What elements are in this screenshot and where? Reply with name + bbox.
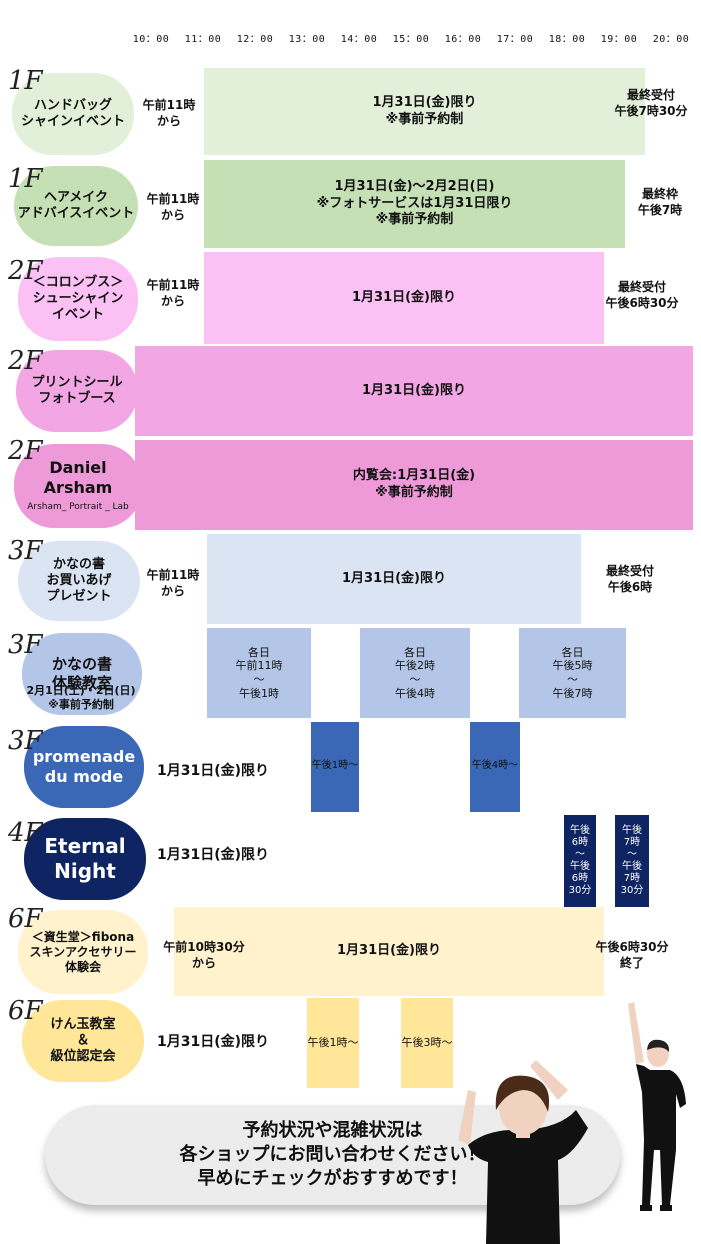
event-bar: 1月31日(金)限り xyxy=(174,907,604,996)
floor-label: 6F xyxy=(8,996,43,1026)
event-title: プリントシール フォトブース xyxy=(16,350,138,432)
start-time: 午前11時 から xyxy=(146,192,200,222)
time-slot: 午後3時〜 xyxy=(401,998,453,1088)
event-title: ＜資生堂＞fibona スキンアクセサリー 体験会 xyxy=(18,910,148,994)
event-title: けん玉教室 ＆ 級位認定会 xyxy=(22,1000,144,1082)
hour-label: 14：00 xyxy=(340,34,378,45)
end-time: 最終受付 午後6時 xyxy=(605,564,654,594)
hour-label: 13：00 xyxy=(288,34,326,45)
event-title: ヘアメイク アドバイスイベント xyxy=(14,166,138,246)
start-time: 午前11時 から xyxy=(146,568,200,598)
event-note: 1月31日(金)限り xyxy=(156,1034,270,1050)
staff-woman-illustration xyxy=(458,1060,588,1244)
hour-label: 15：00 xyxy=(392,34,430,45)
end-time: 最終枠 午後7時 xyxy=(637,187,683,217)
floor-label: 2F xyxy=(8,436,43,466)
start-time: 午前11時 から xyxy=(146,278,200,308)
time-slot: 午後 7時 〜 午後 7時 30分 xyxy=(615,815,649,907)
event-title: かなの書 お買いあげ プレゼント xyxy=(18,541,140,621)
event-title: かなの書 体験教室 xyxy=(22,633,142,715)
floor-label: 3F xyxy=(8,536,43,566)
event-bar: 内覧会:1月31日(金) ※事前予約制 xyxy=(135,440,693,530)
hour-label: 17：00 xyxy=(496,34,534,45)
floor-label: 1F xyxy=(8,164,43,194)
hour-label: 20：00 xyxy=(652,34,690,45)
floor-label: 2F xyxy=(8,256,43,286)
event-subtitle: 2月1日(土)・2日(日) ※事前予約制 xyxy=(26,684,136,712)
event-title-pill: Daniel Arsham Arsham_ Portrait _ Lab xyxy=(14,444,142,528)
event-bar: 1月31日(金)限り xyxy=(204,252,604,344)
event-title: ＜コロンブス＞ シューシャイン イベント xyxy=(18,257,138,341)
start-time: 午前11時 から xyxy=(142,98,196,128)
event-title: Eternal Night xyxy=(24,818,146,900)
event-subtitle: Arsham_ Portrait _ Lab xyxy=(27,502,129,513)
hour-label: 11：00 xyxy=(184,34,222,45)
hour-label: 18：00 xyxy=(548,34,586,45)
floor-label: 2F xyxy=(8,346,43,376)
time-slot: 午後4時〜 xyxy=(470,722,520,812)
time-slot: 午後 6時 〜 午後 6時 30分 xyxy=(564,815,596,907)
event-title: promenade du mode xyxy=(24,726,144,808)
event-title: ハンドバッグ シャインイベント xyxy=(12,73,134,155)
staff-man-illustration xyxy=(628,1002,686,1211)
event-bar: 1月31日(金)〜2月2日(日) ※フォトサービスは1月31日限り ※事前予約制 xyxy=(204,160,625,248)
event-note: 1月31日(金)限り xyxy=(156,763,270,779)
time-slot: 各日 午後5時 〜 午後7時 xyxy=(519,628,626,718)
time-slot: 午後1時〜 xyxy=(307,998,359,1088)
floor-label: 3F xyxy=(8,630,43,660)
floor-label: 1F xyxy=(8,66,43,96)
time-slot: 各日 午前11時 〜 午後1時 xyxy=(207,628,311,718)
event-bar: 1月31日(金)限り xyxy=(207,534,581,624)
hour-label: 10：00 xyxy=(132,34,170,45)
time-slot: 午後1時〜 xyxy=(311,722,359,812)
end-time: 最終受付 午後7時30分 xyxy=(614,88,688,118)
hour-label: 16：00 xyxy=(444,34,482,45)
floor-label: 3F xyxy=(8,726,43,756)
event-note: 1月31日(金)限り xyxy=(156,847,270,863)
time-slot: 各日 午後2時 〜 午後4時 xyxy=(360,628,470,718)
start-time: 午前10時30分 から xyxy=(163,940,245,970)
end-time: 最終受付 午後6時30分 xyxy=(605,280,679,310)
floor-label: 4F xyxy=(8,818,43,848)
hour-label: 19：00 xyxy=(600,34,638,45)
hour-label: 12：00 xyxy=(236,34,274,45)
event-bar: 1月31日(金)限り xyxy=(135,346,693,436)
event-bar: 1月31日(金)限り ※事前予約制 xyxy=(204,68,645,155)
end-time: 午後6時30分 終了 xyxy=(595,940,669,970)
floor-label: 6F xyxy=(8,904,43,934)
event-title: Daniel Arsham xyxy=(43,458,113,498)
